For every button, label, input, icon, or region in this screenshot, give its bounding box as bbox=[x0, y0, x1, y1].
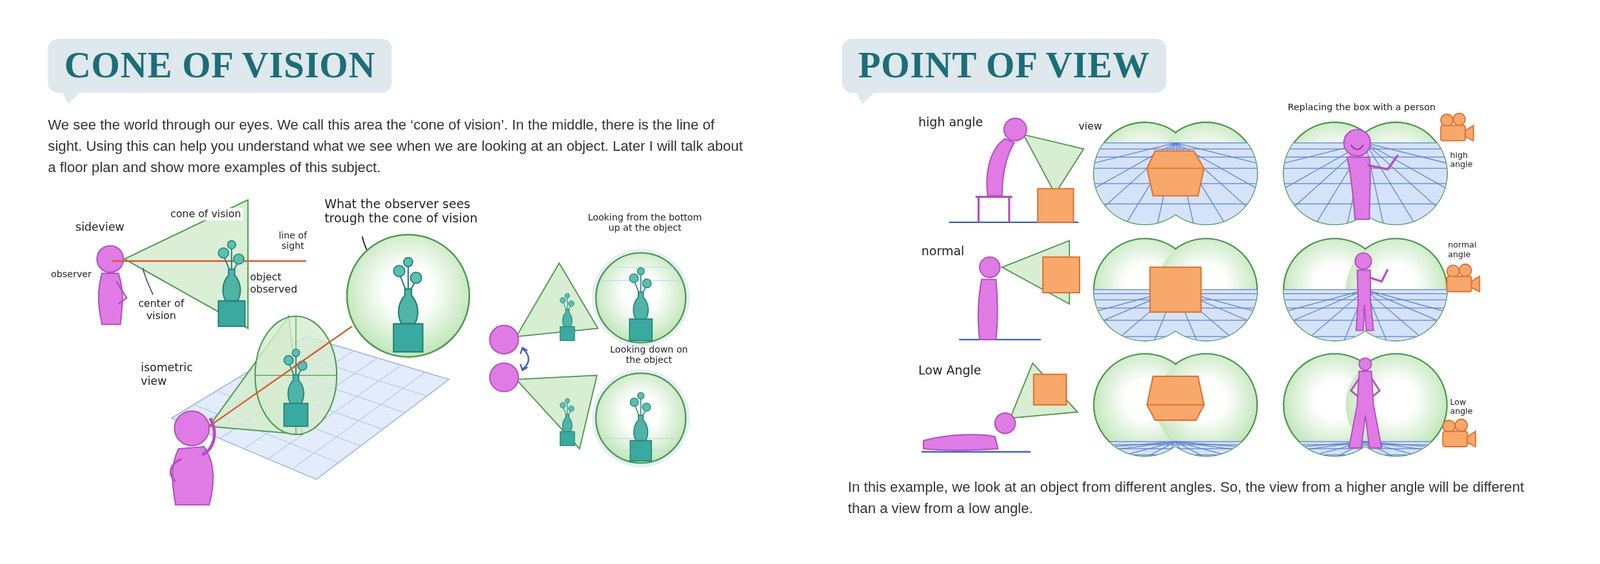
sight-label: line of sight bbox=[271, 230, 315, 253]
column-label: Replacing the box with a person bbox=[1287, 101, 1436, 113]
cone-label: cone of vision bbox=[168, 208, 244, 220]
observer-label: observer bbox=[50, 269, 92, 280]
heading-text: CONE OF VISION bbox=[64, 43, 376, 87]
callout-text: Looking down on the object bbox=[602, 345, 697, 367]
camera-label: normal angle bbox=[1447, 240, 1489, 260]
caption-text: In this example, we look at an object fr… bbox=[848, 476, 1553, 520]
heading-text: POINT OF VIEW bbox=[858, 43, 1150, 87]
center-label: center of vision bbox=[128, 297, 194, 322]
angle-label: high angle bbox=[918, 116, 983, 131]
bubble-tail bbox=[62, 91, 81, 104]
camera-label: high angle bbox=[1449, 150, 1485, 170]
callout-text: What the observer sees trough the cone o… bbox=[324, 197, 511, 227]
angle-label: normal bbox=[921, 245, 965, 260]
callout-text: Looking from the bottom up at the object bbox=[581, 212, 709, 234]
camera-label: Low angle bbox=[1449, 397, 1485, 417]
heading-bubble: POINT OF VIEW bbox=[841, 38, 1166, 93]
angle-label: Low Angle bbox=[918, 364, 981, 379]
view-label: isometric view bbox=[140, 362, 217, 389]
view-label: sideview bbox=[75, 221, 125, 235]
column-label: view bbox=[1078, 120, 1102, 133]
intro-text: We see the world through our eyes. We ca… bbox=[47, 114, 752, 179]
object-label: object observed bbox=[250, 271, 310, 295]
heading-bubble: CONE OF VISION bbox=[47, 38, 392, 93]
bubble-tail bbox=[856, 91, 875, 104]
